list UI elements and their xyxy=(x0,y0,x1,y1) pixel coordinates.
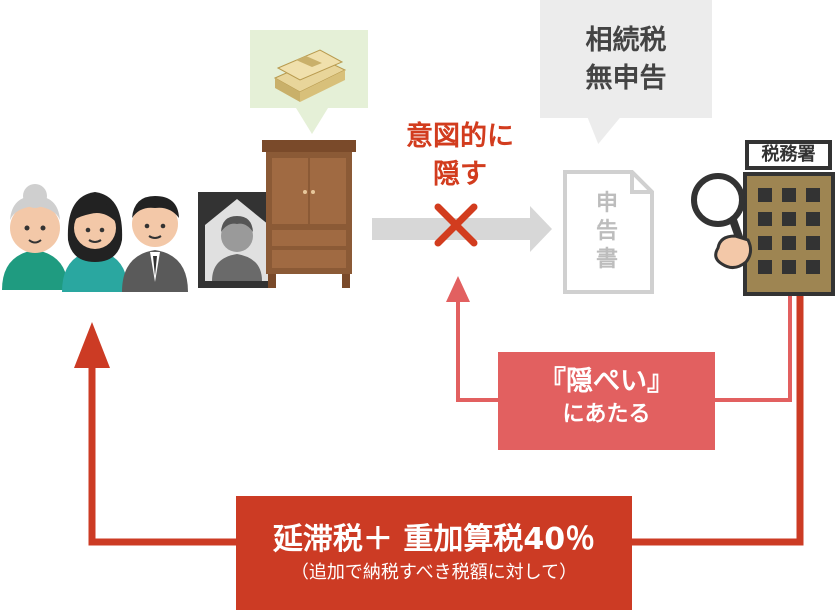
tax-office-building-icon xyxy=(743,172,835,296)
man-icon xyxy=(122,196,188,292)
no-return-speech-bubble-tail xyxy=(582,118,620,144)
money-speech-bubble xyxy=(250,30,368,108)
grandmother-icon xyxy=(2,184,68,290)
penalty-tax-box: 延滞税＋ 重加算税40％ （追加で納税すべき税額に対して） xyxy=(236,496,632,610)
hide-label-line-1: 意図的に xyxy=(406,121,514,152)
tax-office-sign: 税務署 xyxy=(745,140,832,170)
no-return-text: 相続税 無申告 xyxy=(540,22,712,98)
document-label-char-3: 書 xyxy=(595,247,618,272)
woman-icon xyxy=(62,192,128,292)
penalty-tax-note: （追加で納税すべき税額に対して） xyxy=(290,562,578,583)
tax-return-document-icon xyxy=(563,170,654,294)
cross-mark-icon xyxy=(434,203,478,247)
no-return-line-1: 相続税 xyxy=(585,25,667,56)
intentional-hide-label: 意図的に 隠す xyxy=(385,118,535,194)
penalty-tax-title: 延滞税＋ 重加算税40％ xyxy=(272,522,596,557)
concealment-subtitle: にあたる xyxy=(562,402,651,427)
no-return-speech-bubble xyxy=(540,0,712,118)
concealment-title: 『隠ぺい』 xyxy=(539,366,674,397)
magnifying-glass-icon xyxy=(691,173,753,269)
document-label-char-1: 申 xyxy=(595,191,618,216)
no-return-line-2: 無申告 xyxy=(585,63,667,94)
concealment-box: 『隠ぺい』 にあたる xyxy=(498,352,715,450)
cabinet-icon xyxy=(262,140,356,288)
hide-label-line-2: 隠す xyxy=(433,159,487,190)
memorial-portrait-icon xyxy=(198,192,276,288)
document-label: 申 告 書 xyxy=(592,190,622,274)
money-speech-bubble-tail xyxy=(296,108,328,134)
document-label-char-2: 告 xyxy=(595,219,618,244)
